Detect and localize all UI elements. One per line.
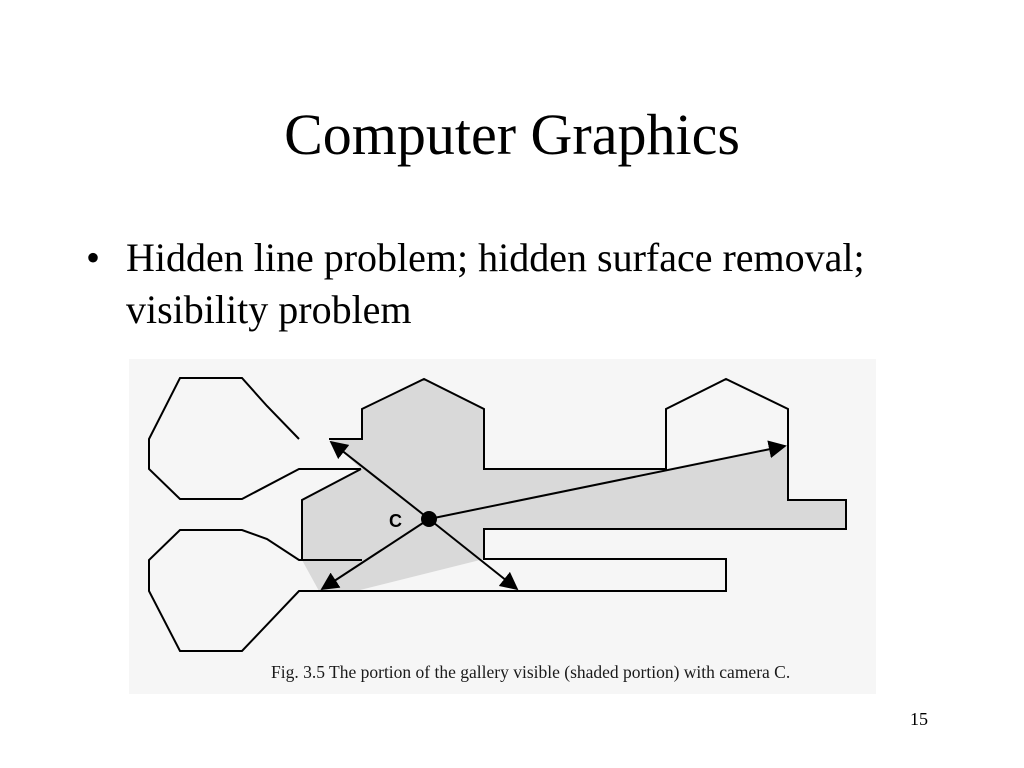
slide-title: Computer Graphics <box>284 102 740 167</box>
sight-line-lower-right <box>428 518 519 591</box>
gallery-diagram <box>148 377 847 652</box>
page-number: 15 <box>910 709 928 729</box>
bullet-item: • Hidden line problem; hidden surface re… <box>86 232 886 336</box>
bullet-text: Hidden line problem; hidden surface remo… <box>126 235 865 332</box>
sight-line-lower-left <box>320 518 430 590</box>
camera-label: C <box>389 511 402 531</box>
room-wall-lower-left <box>148 529 362 652</box>
camera-point <box>421 511 437 527</box>
visible-region <box>302 379 846 591</box>
sight-line-upper-left <box>329 440 430 520</box>
gallery-figure: C Fig. 3.5 The portion of the gallery vi… <box>129 359 876 694</box>
figure-caption: Fig. 3.5 The portion of the gallery visi… <box>271 662 791 682</box>
central-gallery-top-wall <box>319 377 847 592</box>
bullet-marker: • <box>86 235 101 280</box>
room-wall-upper-left <box>148 377 361 500</box>
bullet-list: • Hidden line problem; hidden surface re… <box>86 232 886 336</box>
sight-line-right <box>428 440 787 520</box>
